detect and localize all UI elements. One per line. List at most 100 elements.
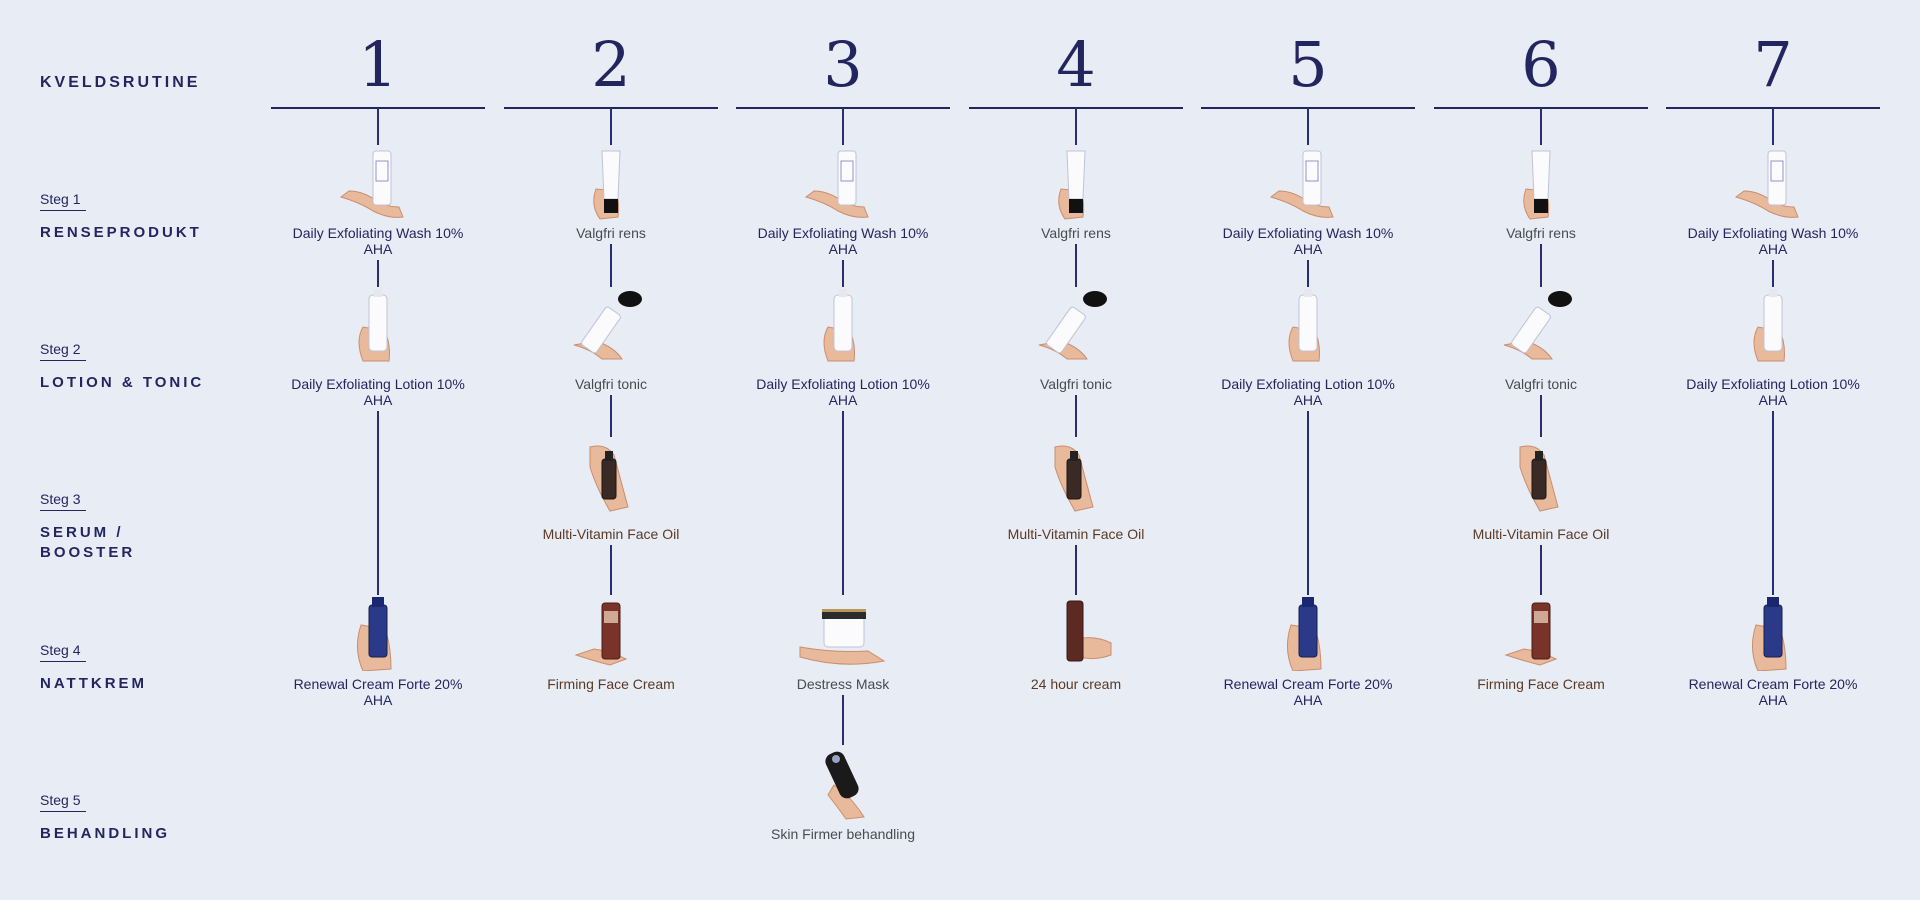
product-name: Daily Exfoliating Lotion 10% AHA [1221,376,1395,408]
product-name: Valgfri tonic [574,376,648,392]
product-name: Valgfri tonic [1039,376,1113,392]
product-name: Daily Exfoliating Wash 10% AHA [1687,225,1859,257]
connector-line [1307,108,1309,145]
step-name: LOTION & TONIC [40,374,205,391]
product-name: Daily Exfoliating Lotion 10% AHA [1686,376,1860,408]
connector-line [610,545,612,595]
hand-holding-oil-bottle-icon [566,437,656,513]
hand-holding-blue-cream-icon [333,595,423,672]
product-name: Multi-Vitamin Face Oil [1007,526,1145,542]
hand-holding-oil-bottle-icon [1031,437,1121,513]
connector-line [610,108,612,145]
column-divider [969,107,1183,109]
hand-holding-oil-bottle-icon [1496,437,1586,513]
product-name: Valgfri rens [1506,225,1576,241]
product-name: Firming Face Cream [1477,676,1605,692]
hand-holding-brown-bottle-icon [1031,595,1121,671]
day-number: 5 [1288,28,1328,101]
routine-title: KVELDSRUTINE [40,74,201,91]
hand-holding-skin-firmer-device-icon [798,745,888,821]
column-divider [271,107,485,109]
product-name: Daily Exfoliating Wash 10% AHA [292,225,464,257]
product-name: Valgfri rens [576,225,646,241]
hand-holding-tube-icon [1496,145,1586,221]
product-name: Renewal Cream Forte 20% AHA [1688,676,1858,708]
column-divider [504,107,718,109]
connector-line [377,411,379,595]
hand-holding-tube-icon [566,145,656,221]
product-name: Firming Face Cream [547,676,675,692]
connector-line [1772,411,1774,595]
product-name: 24 hour cream [1030,676,1122,692]
step-number: Steg 3 [40,491,86,511]
hand-holding-tube-icon [1031,145,1121,221]
hand-holding-tonic-bottle-icon [566,287,656,363]
connector-line [1772,108,1774,145]
hand-holding-wash-bottle-icon [798,145,888,221]
hand-holding-lotion-bottle-icon [333,287,423,363]
step-label-4: Steg 4 NATTKREM [40,642,147,694]
connector-line [377,260,379,287]
connector-line [842,108,844,145]
hand-holding-lotion-bottle-icon [798,287,888,363]
day-number: 1 [358,28,398,101]
day-number: 4 [1056,28,1096,101]
product-name: Daily Exfoliating Lotion 10% AHA [756,376,930,408]
connector-line [610,395,612,437]
step-label-5: Steg 5 BEHANDLING [40,792,170,844]
connector-line [842,260,844,287]
product-name: Daily Exfoliating Wash 10% AHA [757,225,929,257]
day-number: 6 [1521,28,1561,101]
product-name: Destress Mask [796,676,890,692]
product-name: Multi-Vitamin Face Oil [542,526,680,542]
column-divider [736,107,950,109]
connector-line [1772,260,1774,287]
day-number: 3 [823,28,863,101]
step-name: NATTKREM [40,675,148,692]
product-name: Renewal Cream Forte 20% AHA [1223,676,1393,708]
day-number: 7 [1753,28,1793,101]
connector-line [1540,244,1542,287]
step-number: Steg 4 [40,642,86,662]
hand-holding-wash-bottle-icon [1728,145,1818,221]
connector-line [1540,545,1542,595]
connector-line [1540,395,1542,437]
hand-holding-brown-cream-icon [566,595,656,671]
product-name: Renewal Cream Forte 20% AHA [293,676,463,708]
step-number: Steg 5 [40,792,86,812]
connector-line [1075,545,1077,595]
connector-line [1307,260,1309,287]
hand-holding-wash-bottle-icon [333,145,423,221]
product-name: Daily Exfoliating Lotion 10% AHA [291,376,465,408]
product-name: Skin Firmer behandling [771,826,915,842]
hand-holding-tonic-bottle-icon [1031,287,1121,363]
column-divider [1666,107,1880,109]
connector-line [1075,395,1077,437]
connector-line [1540,108,1542,145]
step-label-1: Steg 1 RENSEPRODUKT [40,191,202,243]
hand-holding-blue-cream-icon [1263,595,1353,672]
hand-holding-mask-jar-icon [798,595,888,671]
connector-line [1307,411,1309,595]
connector-line [842,695,844,745]
hand-holding-wash-bottle-icon [1263,145,1353,221]
hand-holding-lotion-bottle-icon [1728,287,1818,363]
connector-line [842,411,844,595]
hand-holding-lotion-bottle-icon [1263,287,1353,363]
step-number: Steg 2 [40,341,86,361]
hand-holding-tonic-bottle-icon [1496,287,1586,363]
column-divider [1434,107,1648,109]
hand-holding-blue-cream-icon [1728,595,1818,672]
step-number: Steg 1 [40,191,86,211]
connector-line [1075,244,1077,287]
step-name: SERUM / BOOSTER [40,524,136,561]
hand-holding-brown-cream-icon [1496,595,1586,671]
product-name: Daily Exfoliating Wash 10% AHA [1222,225,1394,257]
step-name: BEHANDLING [40,825,170,842]
product-name: Valgfri rens [1041,225,1111,241]
step-label-2: Steg 2 LOTION & TONIC [40,341,204,393]
product-name: Multi-Vitamin Face Oil [1472,526,1610,542]
connector-line [377,108,379,145]
connector-line [1075,108,1077,145]
